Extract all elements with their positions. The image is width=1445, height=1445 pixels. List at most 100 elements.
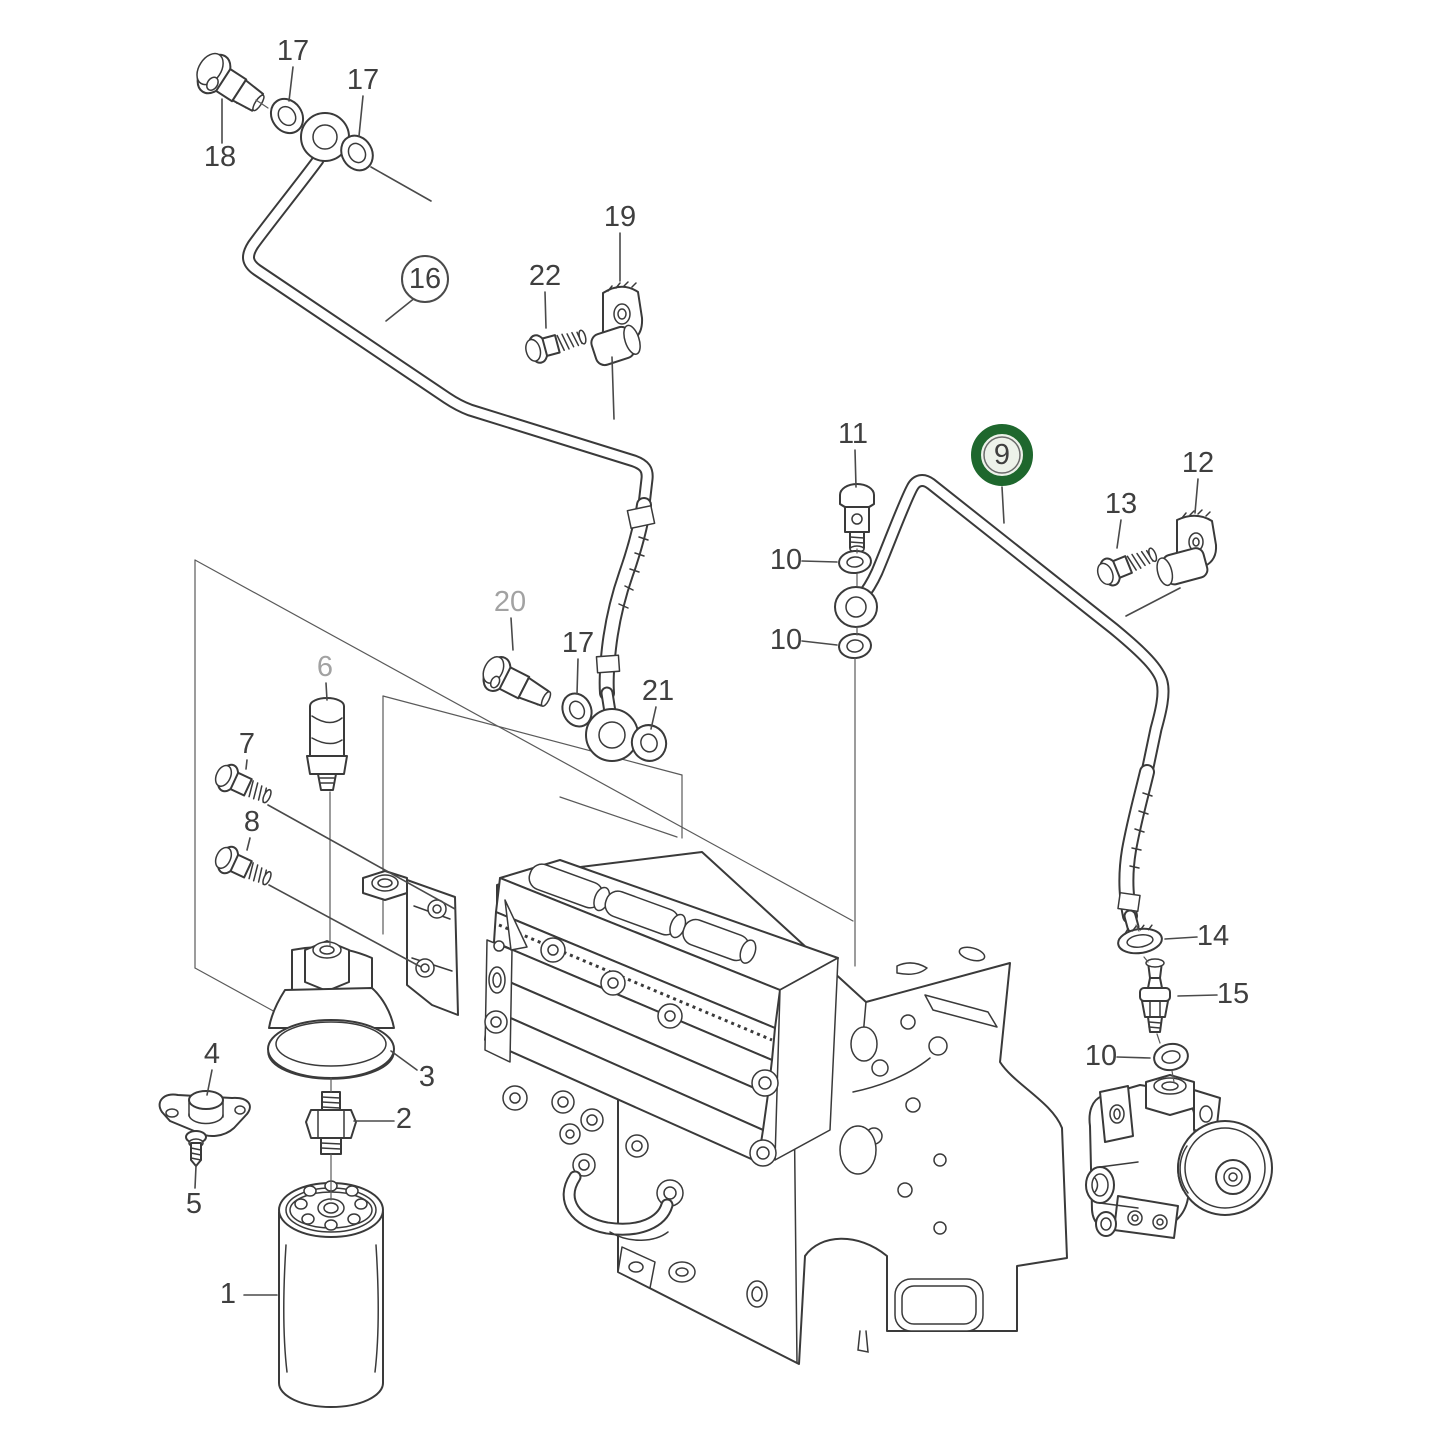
callout-10c[interactable]: 10 bbox=[1085, 1040, 1151, 1072]
callout-18[interactable]: 18 bbox=[204, 98, 236, 173]
callout-2[interactable]: 2 bbox=[353, 1103, 412, 1135]
bolt-7 bbox=[214, 763, 272, 804]
callout-number: 17 bbox=[277, 35, 309, 67]
callout-number: 3 bbox=[419, 1061, 435, 1093]
washer-10c bbox=[1153, 1042, 1189, 1072]
leader-line bbox=[1177, 994, 1218, 997]
callout-number: 18 bbox=[204, 141, 236, 173]
callout-number: 21 bbox=[642, 675, 674, 707]
callout-8[interactable]: 8 bbox=[244, 806, 422, 968]
callout-number: 14 bbox=[1197, 920, 1229, 952]
callout-5[interactable]: 5 bbox=[186, 1165, 202, 1220]
manifold-cooler-assembly bbox=[484, 859, 839, 1241]
callout-number: 10 bbox=[1085, 1040, 1117, 1072]
cover-plate bbox=[158, 1090, 251, 1137]
filter-head-assembly bbox=[267, 870, 459, 1080]
leader-line bbox=[1125, 587, 1181, 617]
callout-number: 19 bbox=[604, 201, 636, 233]
callout-17b[interactable]: 17 bbox=[347, 64, 432, 202]
leader-line bbox=[288, 66, 294, 102]
callout-14[interactable]: 14 bbox=[1164, 920, 1229, 952]
leader-line bbox=[650, 706, 657, 730]
leader-line bbox=[1001, 486, 1005, 524]
barb-fitting-15 bbox=[1139, 958, 1171, 1033]
washer-17b bbox=[340, 134, 374, 172]
assembly-axis-lines bbox=[255, 99, 1175, 1201]
leader-line bbox=[611, 356, 615, 420]
callout-16[interactable]: 16 bbox=[385, 255, 449, 322]
callout-number: 8 bbox=[244, 806, 260, 838]
callout-4[interactable]: 4 bbox=[204, 1038, 220, 1096]
callout-7[interactable]: 7 bbox=[239, 728, 456, 910]
banjo-bolt-20 bbox=[482, 656, 552, 707]
banjo-bolt-18 bbox=[196, 52, 265, 112]
callout-17c[interactable]: 17 bbox=[562, 627, 594, 695]
leader-line bbox=[206, 1069, 213, 1096]
callout-10a[interactable]: 10 bbox=[770, 544, 838, 576]
callout-number: 4 bbox=[204, 1038, 220, 1070]
washer-17a bbox=[269, 97, 305, 135]
leader-line bbox=[246, 837, 251, 851]
washer-17c bbox=[561, 692, 593, 728]
leader-line bbox=[1164, 936, 1198, 940]
callout-number: 15 bbox=[1217, 978, 1249, 1010]
screw-5 bbox=[185, 1130, 207, 1167]
hose-clamp-14 bbox=[1117, 924, 1163, 955]
callout-number: 10 bbox=[770, 544, 802, 576]
leader-line bbox=[854, 449, 857, 488]
callout-number: 20 bbox=[494, 586, 526, 618]
leader-line bbox=[1194, 478, 1199, 514]
callout-19[interactable]: 19 bbox=[604, 201, 636, 420]
callout-number: 10 bbox=[770, 624, 802, 656]
callout-20[interactable]: 20 bbox=[494, 586, 526, 651]
callout-number: 6 bbox=[317, 651, 333, 683]
callout-13[interactable]: 13 bbox=[1105, 488, 1137, 549]
callout-3[interactable]: 3 bbox=[390, 1050, 435, 1093]
callout-21[interactable]: 21 bbox=[642, 675, 674, 730]
leader-line bbox=[801, 640, 838, 646]
bolt-13 bbox=[1096, 547, 1158, 587]
leader-line bbox=[325, 682, 328, 701]
projection-lines bbox=[194, 559, 854, 1014]
callout-number: 5 bbox=[186, 1188, 202, 1220]
leader-line bbox=[245, 759, 248, 770]
leader-line bbox=[544, 291, 547, 329]
leader-line bbox=[390, 1050, 418, 1071]
callout-12[interactable]: 12 bbox=[1125, 447, 1214, 617]
washer-10a bbox=[838, 549, 872, 575]
callout-1[interactable]: 1 bbox=[220, 1278, 278, 1310]
callout-number: 1 bbox=[220, 1278, 236, 1310]
callout-number: 17 bbox=[562, 627, 594, 659]
leader-line bbox=[1116, 1056, 1151, 1059]
leader-line bbox=[510, 617, 514, 651]
bolt-22 bbox=[525, 329, 587, 364]
clamp-12 bbox=[1156, 509, 1218, 587]
pressure-sensor bbox=[306, 697, 348, 791]
washer-21 bbox=[630, 724, 668, 762]
clamp-19 bbox=[590, 281, 644, 367]
leader-line bbox=[267, 804, 456, 910]
leader-line bbox=[358, 95, 364, 137]
callout-15[interactable]: 15 bbox=[1177, 978, 1249, 1010]
pipe-16-assembly bbox=[242, 112, 656, 762]
fuel-pump bbox=[1085, 1074, 1273, 1239]
callout-number: 9 bbox=[994, 439, 1010, 471]
callout-11[interactable]: 11 bbox=[838, 418, 868, 488]
oil-filter-cartridge bbox=[278, 1180, 384, 1408]
banjo-bolt-11 bbox=[839, 483, 875, 553]
washer-10b bbox=[838, 632, 872, 660]
callout-number: 7 bbox=[239, 728, 255, 760]
highlight-inner-circle bbox=[983, 436, 1021, 474]
leader-line bbox=[385, 296, 417, 322]
callout-9[interactable]: 9 bbox=[971, 424, 1033, 524]
callout-number: 22 bbox=[529, 260, 561, 292]
callout-10b[interactable]: 10 bbox=[770, 624, 838, 656]
callout-6[interactable]: 6 bbox=[317, 651, 333, 701]
callout-number: 13 bbox=[1105, 488, 1137, 520]
leader-line bbox=[576, 658, 579, 695]
callout-22[interactable]: 22 bbox=[529, 260, 561, 329]
callout-17a[interactable]: 17 bbox=[277, 35, 309, 102]
